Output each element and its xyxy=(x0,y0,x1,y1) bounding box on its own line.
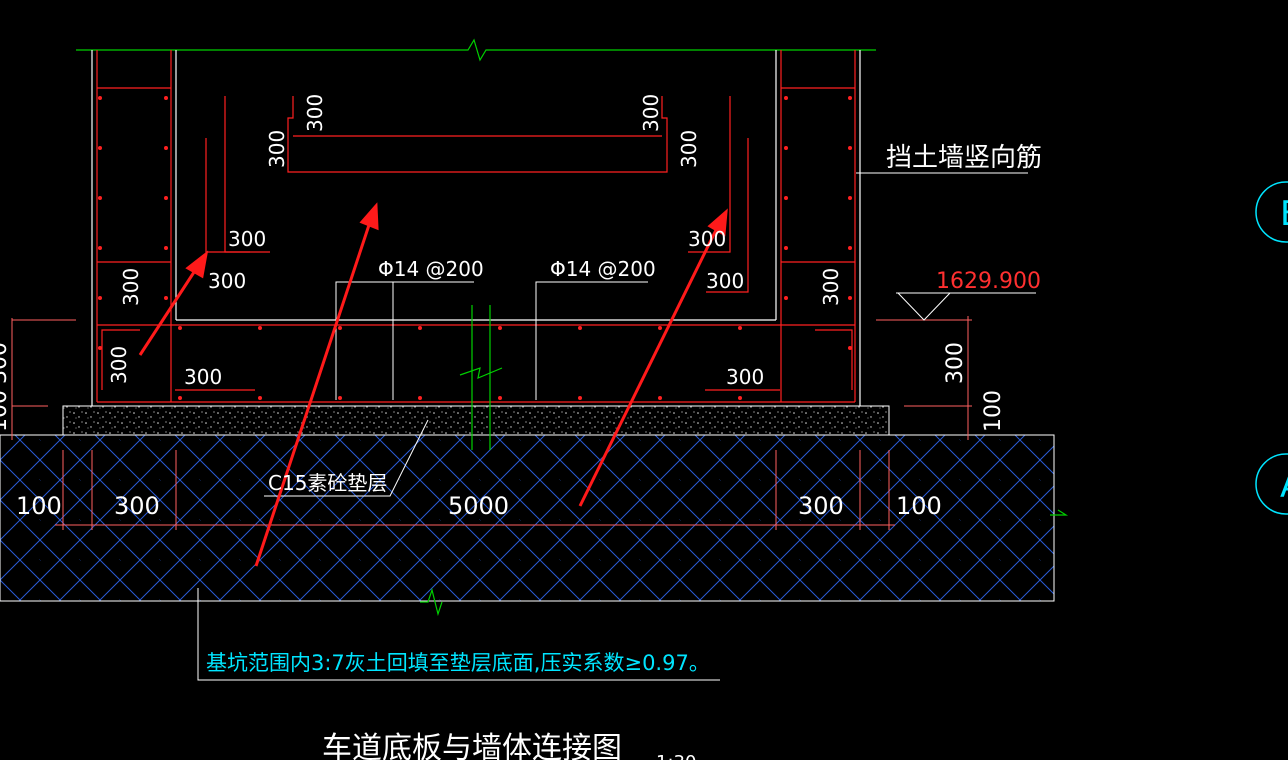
backfill-leader xyxy=(197,588,720,681)
dim-hook-inner-left-2: 300 xyxy=(208,269,246,293)
label-elevation: 1629.900 xyxy=(936,269,1041,294)
label-rebar-spec-right: Φ14 @200 xyxy=(550,257,656,281)
dim-cover-left: 100 xyxy=(16,492,62,520)
arrow-center-head xyxy=(359,202,379,231)
dim-corner-left-v: 300 xyxy=(107,346,131,384)
label-cushion: C15素砼垫层 xyxy=(268,471,387,495)
center-axis xyxy=(459,305,503,450)
drawing-title: 车道底板与墙体连接图 xyxy=(322,731,622,760)
dim-corner-left-h: 300 xyxy=(184,365,222,389)
dim-hook-side-left: 300 xyxy=(265,130,289,168)
dim-wall-left: 300 xyxy=(114,492,160,520)
dim-wall-left-v: 300 xyxy=(119,268,143,306)
dim-corner-right-h: 300 xyxy=(726,365,764,389)
dim-cushion-right: 100 xyxy=(981,390,1006,432)
dim-cushion-left: 100 xyxy=(0,390,12,432)
dim-hook-inner-right-2: 300 xyxy=(706,269,744,293)
arrow-left-head xyxy=(185,250,209,279)
axis-bubble-a: A xyxy=(1255,453,1288,515)
label-retaining-wall-rebar: 挡土墙竖向筋 xyxy=(886,143,1042,173)
bottom-break-line xyxy=(420,587,443,617)
red-arrows xyxy=(138,202,728,567)
dim-hook-inner-left-1: 300 xyxy=(228,227,266,251)
dim-wall-right: 300 xyxy=(798,492,844,520)
axis-bubble-a-label: A xyxy=(1280,466,1288,506)
rebar-group xyxy=(96,50,856,403)
elevation-marker xyxy=(896,292,1036,321)
dim-hook-top-left: 300 xyxy=(303,94,327,132)
arrow-left xyxy=(138,265,200,356)
label-rebar-spec-left: Φ14 @200 xyxy=(378,257,484,281)
right-break-line xyxy=(1050,509,1069,516)
cushion-leader xyxy=(264,419,429,497)
cushion-layer xyxy=(62,405,890,436)
dim-hook-top-right: 300 xyxy=(639,94,663,132)
dim-wall-right-v: 300 xyxy=(819,268,843,306)
dim-slab-left: 300 xyxy=(0,342,12,384)
rebar-dots xyxy=(98,96,852,400)
arrow-center xyxy=(254,221,372,567)
arrow-right xyxy=(578,225,720,507)
rebar-leaders xyxy=(335,172,1028,400)
dimension-lines xyxy=(11,316,972,530)
dim-hook-inner-right-1: 300 xyxy=(688,227,726,251)
axis-bubble-b-label: B xyxy=(1280,194,1288,234)
dim-slab-right: 300 xyxy=(943,342,968,384)
dim-cover-right: 100 xyxy=(896,492,942,520)
top-break-line xyxy=(76,38,876,62)
wall-outlines xyxy=(91,50,861,406)
arrow-right-head xyxy=(707,208,728,237)
dim-total-width: 5000 xyxy=(448,492,509,520)
label-backfill-note: 基坑范围内3:7灰土回填至垫层底面,压实系数≥0.97。 xyxy=(206,651,710,675)
dim-hook-side-right: 300 xyxy=(677,130,701,168)
drawing-scale: 1:30 xyxy=(656,752,696,760)
axis-bubble-b: B xyxy=(1255,181,1288,243)
